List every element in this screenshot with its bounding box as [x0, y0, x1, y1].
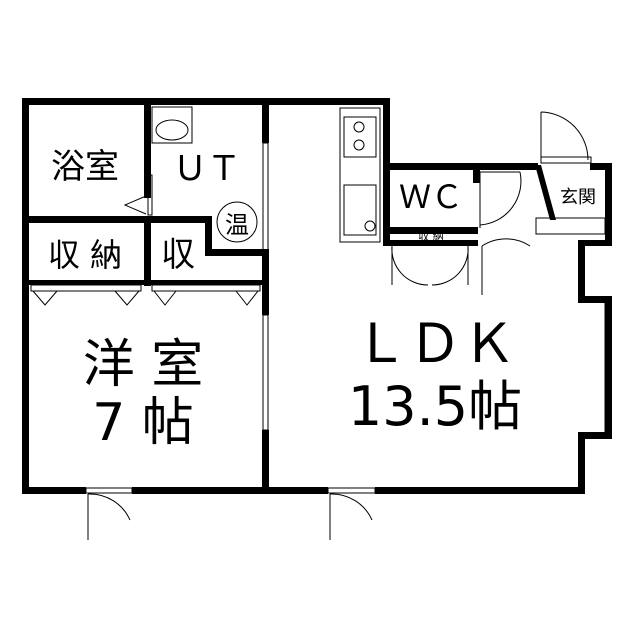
room-labels: 浴室 ＵＴ 温 収 納 収 洋 室 7 帖 ＬＤＫ 13.5帖 ＷＣ 玄関 収 …	[48, 147, 596, 453]
room-label-storage-small: 収	[161, 235, 195, 275]
water-heater-label: 温	[225, 211, 249, 239]
room-label-ldk: ＬＤＫ	[354, 312, 516, 375]
room-label-utility: ＵＴ	[173, 149, 241, 189]
room-label-storage: 収 納	[48, 236, 122, 274]
walls	[22, 98, 612, 494]
fixtures	[22, 106, 612, 540]
storage-label-wc: 収 納	[418, 230, 444, 243]
room-label-bath: 浴室	[51, 147, 119, 187]
room-label-entrance: 玄関	[560, 187, 596, 208]
room-label-western: 洋 室	[83, 335, 204, 395]
room-label-wc: ＷＣ	[399, 178, 463, 216]
room-size-western: 7 帖	[92, 393, 194, 453]
room-size-ldk: 13.5帖	[348, 375, 522, 438]
